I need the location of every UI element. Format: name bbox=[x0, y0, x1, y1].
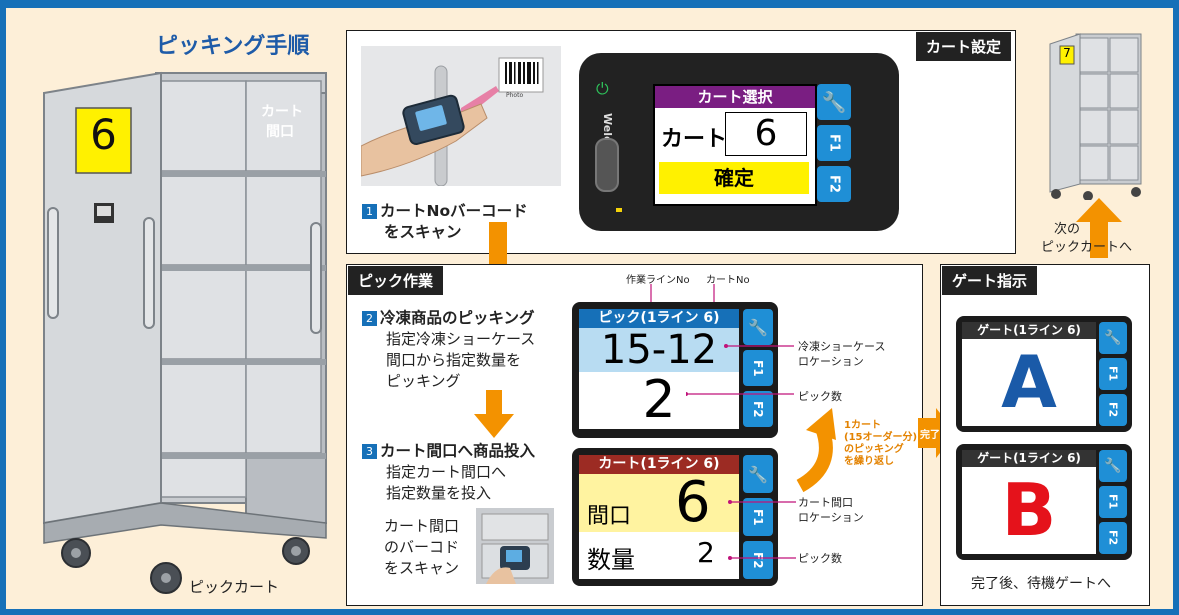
repeat-arrow-icon bbox=[796, 408, 836, 493]
cart-select-label: カート bbox=[661, 127, 728, 152]
step3-line1: 指定カート間口へ bbox=[386, 463, 507, 481]
pick-screen-1-header: ピック(1ライン 6) bbox=[579, 309, 739, 328]
page-title: ピッキング手順 bbox=[156, 34, 310, 59]
cart-setting-title: カート設定 bbox=[916, 32, 1012, 61]
next-cart-line1: 次の bbox=[1054, 222, 1081, 237]
step1-line2: をスキャン bbox=[384, 223, 462, 241]
label-location-2: ロケーション bbox=[798, 355, 864, 368]
power-icon: ⏻ bbox=[596, 79, 609, 98]
step2-title: 冷凍商品のピッキング bbox=[380, 309, 535, 327]
step2-number: 2 bbox=[362, 311, 377, 326]
cart-caption: ピックカート bbox=[189, 578, 280, 596]
done-label: 完了 bbox=[920, 430, 940, 441]
f1-key[interactable]: F1 bbox=[1099, 358, 1127, 390]
annot-cart-no: カートNo bbox=[706, 275, 750, 286]
scan-instruction: カート間口 のバーコド をスキャン bbox=[384, 516, 459, 579]
f2-key[interactable]: F2 bbox=[743, 391, 773, 427]
device-side-button[interactable] bbox=[595, 138, 619, 192]
pick-leaders-1 bbox=[686, 344, 794, 396]
f1-key[interactable]: F1 bbox=[817, 125, 851, 161]
gate-screen-a: ゲート(1ライン 6) A bbox=[962, 322, 1096, 426]
pick-screen-2: カート(1ライン 6) 間口 6 数量 2 bbox=[579, 455, 739, 579]
arrow-down-icon bbox=[474, 390, 514, 438]
pick-screen-1: ピック(1ライン 6) 15-12 2 bbox=[579, 309, 739, 429]
diagram-canvas: ピッキング手順 bbox=[6, 8, 1173, 609]
step2-line1: 指定冷凍ショーケース bbox=[386, 330, 536, 348]
label-location-1: 冷凍ショーケース bbox=[798, 340, 886, 353]
gate-title: ゲート指示 bbox=[942, 266, 1038, 295]
step3-number: 3 bbox=[362, 444, 377, 459]
cart-sign-line2: 間口 bbox=[266, 124, 294, 140]
pick-screen-2-header: カート(1ライン 6) bbox=[579, 455, 739, 474]
pick-qty: 2 bbox=[642, 370, 676, 429]
next-cart-number: 7 bbox=[1063, 46, 1071, 60]
pick-cart-illustration bbox=[43, 71, 327, 594]
step2-line3: ピッキング bbox=[386, 372, 461, 390]
f2-key[interactable]: F2 bbox=[1099, 394, 1127, 426]
device-led bbox=[616, 208, 622, 212]
f1-key[interactable]: F1 bbox=[743, 498, 773, 536]
f1-key[interactable]: F1 bbox=[743, 350, 773, 386]
cart-number-label: 6 bbox=[90, 110, 117, 159]
scan-line2: のバーコド bbox=[384, 538, 460, 556]
repeat-line4: を繰り返し bbox=[844, 456, 894, 467]
next-cart-line2: ピックカートへ bbox=[1041, 240, 1133, 255]
step1-number: 1 bbox=[362, 204, 377, 219]
cart-slot-row: 間口 6 bbox=[579, 470, 739, 535]
wrist-scanner-photo bbox=[361, 46, 561, 186]
label-pick-qty-2: ピック数 bbox=[798, 552, 842, 565]
arrow-right-icon bbox=[918, 408, 956, 458]
scan-line1: カート間口 bbox=[384, 517, 460, 535]
qty-label: 数量 bbox=[587, 546, 635, 574]
qty-value: 2 bbox=[697, 536, 715, 569]
wrench-icon[interactable]: 🔧 bbox=[743, 455, 773, 493]
f2-key[interactable]: F2 bbox=[743, 541, 773, 579]
f2-key[interactable]: F2 bbox=[1099, 522, 1127, 554]
repeat-line2: (15オーダー分) bbox=[844, 432, 918, 443]
barcode-label: Photo bbox=[506, 92, 524, 99]
repeat-line1: 1カート bbox=[844, 420, 881, 431]
pick-leaders-2 bbox=[728, 500, 796, 560]
gate-a-letter: A bbox=[1001, 340, 1057, 424]
cart-slot-value: 6 bbox=[675, 470, 711, 535]
step2-line2: 間口から指定数量を bbox=[386, 351, 522, 369]
gate-b-header: ゲート(1ライン 6) bbox=[962, 450, 1096, 467]
label-pick-qty: ピック数 bbox=[798, 390, 842, 403]
label-cart-loc-2: ロケーション bbox=[798, 511, 864, 524]
gate-a-header: ゲート(1ライン 6) bbox=[962, 322, 1096, 339]
step3-title: カート間口へ商品投入 bbox=[380, 442, 536, 460]
cart-slot-label: 間口 bbox=[587, 504, 632, 529]
arrow-up-icon bbox=[1076, 198, 1122, 258]
qty-row: 数量 2 bbox=[579, 532, 739, 576]
wrench-icon[interactable]: 🔧 bbox=[743, 309, 773, 345]
pick-location: 15-12 bbox=[579, 328, 739, 372]
wrench-icon[interactable]: 🔧 bbox=[1099, 322, 1127, 354]
label-cart-loc-1: カート間口 bbox=[798, 496, 853, 509]
wrench-icon[interactable]: 🔧 bbox=[1099, 450, 1127, 482]
repeat-text: 1カート (15オーダー分) のピッキング を繰り返し bbox=[844, 420, 917, 468]
repeat-line3: のピッキング bbox=[844, 444, 904, 455]
cart-select-header: カート選択 bbox=[655, 86, 815, 108]
cart-select-screen: カート選択 カート 6 確定 bbox=[653, 84, 817, 206]
cart-sign-line1: カート bbox=[261, 104, 303, 120]
scan-cart-photo bbox=[476, 508, 554, 584]
confirm-button[interactable]: 確定 bbox=[659, 162, 809, 194]
pick-work-title: ピック作業 bbox=[348, 266, 444, 295]
scan-line3: をスキャン bbox=[384, 559, 460, 577]
gate-b-letter: B bbox=[1001, 468, 1057, 552]
annot-line-no: 作業ラインNo bbox=[626, 275, 690, 286]
f1-key[interactable]: F1 bbox=[1099, 486, 1127, 518]
step3-line2: 指定数量を投入 bbox=[386, 484, 492, 502]
f2-key[interactable]: F2 bbox=[817, 166, 851, 202]
next-cart-illustration bbox=[1049, 33, 1142, 200]
step1-line1: カートNoバーコード bbox=[380, 202, 528, 220]
cart-select-value[interactable]: 6 bbox=[725, 112, 807, 156]
wrench-icon[interactable]: 🔧 bbox=[817, 84, 851, 120]
gate-screen-b: ゲート(1ライン 6) B bbox=[962, 450, 1096, 554]
gate-caption: 完了後、待機ゲートへ bbox=[971, 576, 1111, 592]
